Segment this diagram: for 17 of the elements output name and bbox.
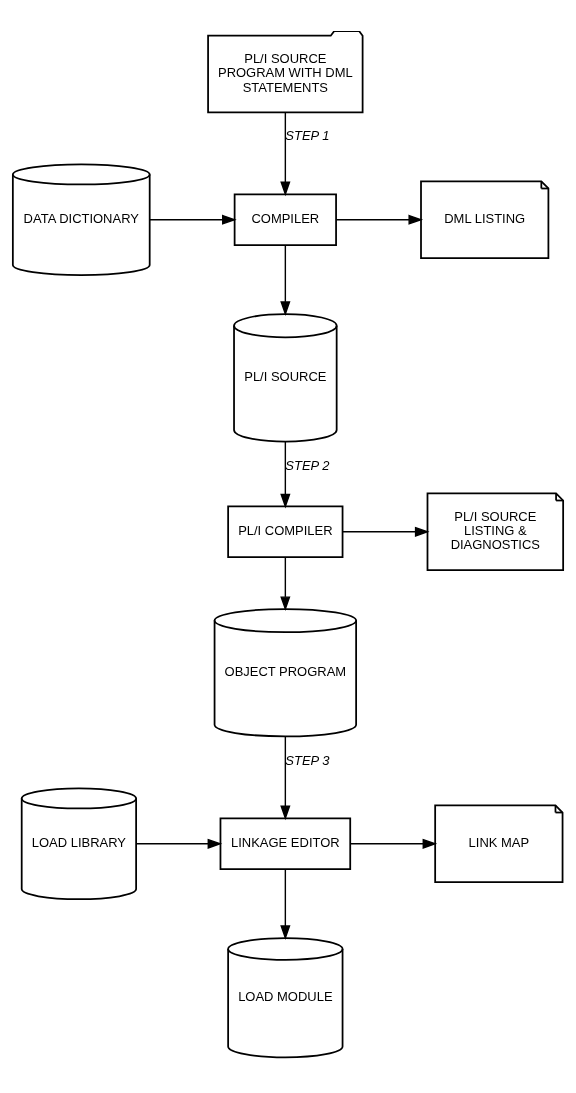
- arrow: [342, 526, 430, 537]
- arrow: [335, 214, 424, 225]
- node-box: PL/I COMPILER: [227, 505, 344, 558]
- arrow: [149, 214, 237, 225]
- arrow: [280, 736, 291, 821]
- arrow: [280, 440, 291, 509]
- arrow: [135, 838, 223, 849]
- edge-label: STEP 3: [285, 752, 330, 768]
- node-box: COMPILER: [233, 193, 337, 246]
- edge-label: STEP 1: [285, 128, 330, 144]
- arrow: [280, 244, 291, 316]
- arrow: [349, 838, 438, 849]
- node-box: LINKAGE EDITOR: [219, 817, 352, 870]
- edge-label: STEP 2: [285, 457, 330, 473]
- arrow: [280, 868, 291, 941]
- arrow: [280, 111, 291, 197]
- arrow: [280, 556, 291, 612]
